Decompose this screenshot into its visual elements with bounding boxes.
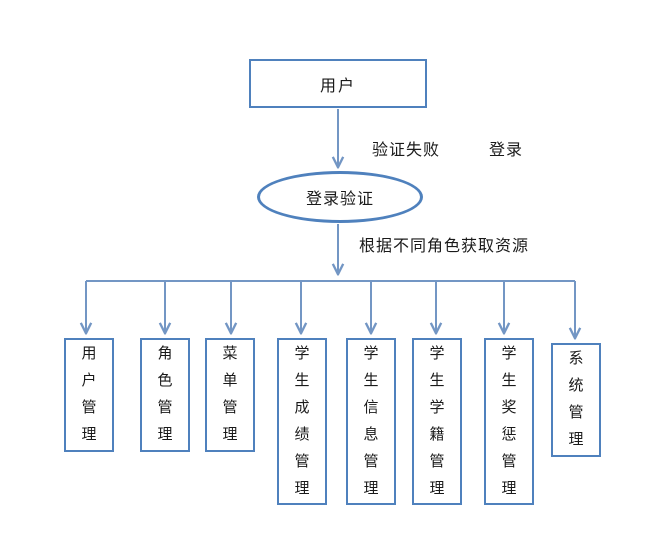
module-label: 用户管理 — [81, 346, 97, 443]
module-label: 系统管理 — [568, 351, 584, 448]
module-box-menu-management: 菜单管理 — [205, 338, 255, 452]
module-box-student-grades-management: 学生成绩管理 — [277, 338, 327, 505]
module-box-student-rewards-management: 学生奖惩管理 — [484, 338, 534, 505]
node-user: 用户 — [249, 59, 427, 108]
module-label: 菜单管理 — [222, 346, 238, 443]
module-box-role-management: 角色管理 — [140, 338, 190, 452]
module-label: 学生奖惩管理 — [501, 345, 517, 497]
edges-bus-to-modules — [86, 281, 575, 337]
edge-label-login-failed: 验证失败 — [372, 142, 441, 159]
module-label: 学生学籍管理 — [429, 345, 445, 497]
module-box-student-enrollment-management: 学生学籍管理 — [412, 338, 462, 505]
module-label: 角色管理 — [157, 346, 173, 443]
node-login-verification: 登录验证 — [257, 171, 423, 223]
node-login-verification-label: 登录验证 — [305, 191, 374, 208]
module-label: 学生成绩管理 — [294, 345, 310, 497]
edge-label-get-resources: 根据不同角色获取资源 — [359, 238, 530, 255]
edge-label-login: 登录 — [489, 142, 524, 159]
module-label: 学生信息管理 — [363, 345, 379, 497]
node-user-label: 用户 — [319, 77, 356, 95]
module-box-student-info-management: 学生信息管理 — [346, 338, 396, 505]
module-box-system-management: 系统管理 — [551, 343, 601, 457]
module-box-user-management: 用户管理 — [64, 338, 114, 452]
